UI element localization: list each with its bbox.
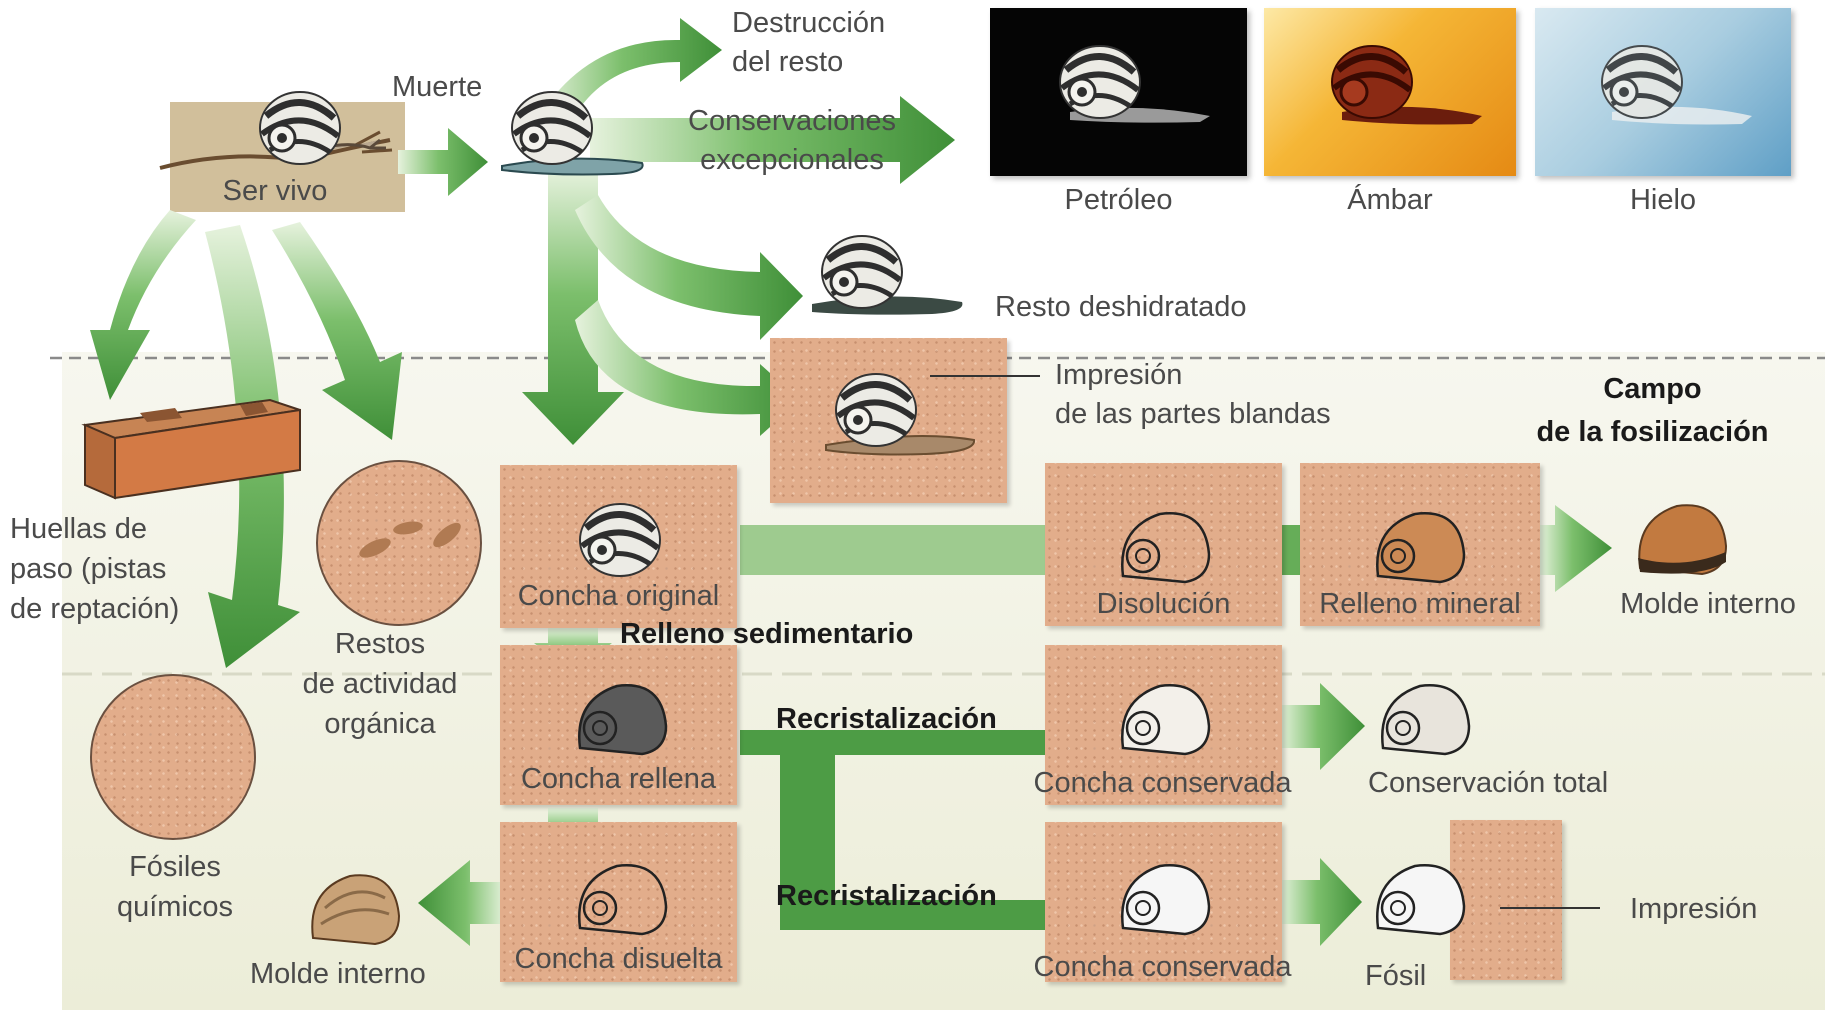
label-molde-interno-right: Molde interno (1598, 585, 1818, 624)
label-molde-interno-left: Molde interno (250, 955, 426, 994)
shell-icon (1122, 865, 1209, 934)
label-petroleo: Petróleo (990, 181, 1247, 220)
label-concha-conservada-2: Concha conservada (1030, 948, 1295, 987)
label-campo-2: de la fosilización (1500, 413, 1805, 452)
snail-icon (1332, 46, 1482, 125)
label-muerte: Muerte (392, 68, 482, 107)
label-impresion-blandas-2: de las partes blandas (1055, 395, 1331, 434)
label-resto-deshidratado: Resto deshidratado (995, 288, 1247, 327)
label-concha-disuelta: Concha disuelta (500, 940, 737, 979)
label-conservacion-total: Conservación total (1368, 764, 1608, 803)
label-destruccion-2: del resto (732, 43, 843, 82)
label-concha-conservada-1: Concha conservada (1030, 764, 1295, 803)
label-huellas-1: Huellas de (10, 510, 147, 549)
shell-icon (1377, 513, 1464, 582)
label-fosiles-2: químicos (90, 888, 260, 927)
footprint-icon (357, 519, 465, 562)
label-restos-1: Restos (290, 625, 470, 664)
label-ser-vivo: Ser vivo (190, 172, 360, 211)
shell-icon (579, 685, 666, 754)
shell-icon (1638, 505, 1726, 574)
shell-icon (579, 865, 666, 934)
shell-icon (312, 875, 399, 944)
snail-icon (1602, 46, 1752, 125)
label-huellas-2: paso (pistas (10, 550, 166, 589)
sediment-block-icon (85, 400, 300, 498)
label-relleno-sedimentario: Relleno sedimentario (620, 615, 913, 654)
label-recristalizacion-1: Recristalización (776, 700, 997, 739)
label-recristalizacion-2: Recristalización (776, 877, 997, 916)
shell-icon (1122, 685, 1209, 754)
shell-icon (1382, 685, 1469, 754)
label-fosil: Fósil (1365, 957, 1426, 996)
label-relleno-mineral: Relleno mineral (1300, 585, 1540, 624)
label-campo-1: Campo (1500, 370, 1805, 409)
shell-icon (580, 504, 660, 576)
label-concha-original: Concha original (500, 577, 737, 616)
label-destruccion-1: Destrucción (732, 4, 885, 43)
label-fosiles-1: Fósiles (90, 848, 260, 887)
label-impresion: Impresión (1630, 890, 1757, 929)
label-impresion-blandas-1: Impresión (1055, 356, 1182, 395)
label-restos-3: orgánica (290, 705, 470, 744)
label-conserv-2: excepcionales (680, 141, 904, 180)
label-concha-rellena: Concha rellena (500, 760, 737, 799)
snail-icon (812, 236, 962, 315)
snail-icon (1060, 46, 1210, 123)
label-disolucion: Disolución (1045, 585, 1282, 624)
label-conserv-1: Conservaciones (680, 102, 904, 141)
label-hielo: Hielo (1535, 181, 1791, 220)
snail-icon (826, 374, 974, 455)
snail-icon (260, 92, 386, 164)
shell-icon (1122, 513, 1209, 582)
label-huellas-3: de reptación) (10, 590, 179, 629)
shell-icon (1377, 865, 1464, 934)
snail-icon (502, 92, 643, 175)
label-ambar: Ámbar (1264, 181, 1516, 220)
label-restos-2: de actividad (290, 665, 470, 704)
